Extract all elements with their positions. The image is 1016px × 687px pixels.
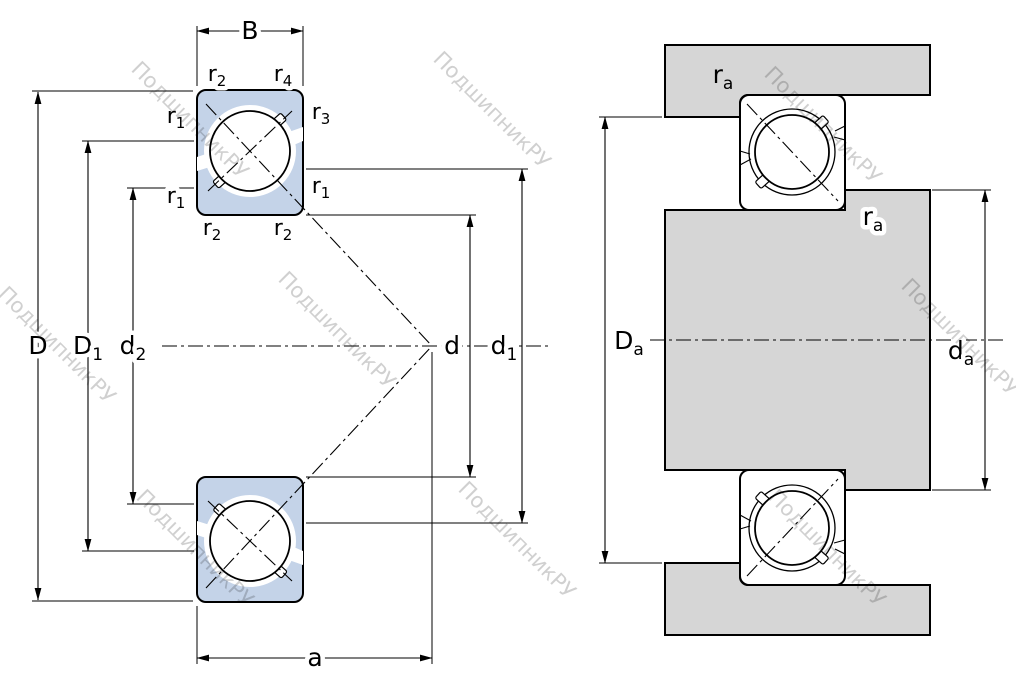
watermark: ПодшипникРУ xyxy=(454,477,581,604)
bearing-section-bottom xyxy=(196,476,304,603)
dimensions-right xyxy=(599,116,991,564)
section-view xyxy=(162,89,548,603)
watermark: ПодшипникРУ xyxy=(429,47,556,174)
label-r2-bottom-left: r2 xyxy=(203,216,222,244)
contact-centerline xyxy=(746,478,839,577)
ring-split xyxy=(739,150,751,155)
contact-line-bottom xyxy=(205,345,433,589)
watermark: ПодшипникРУ xyxy=(274,267,401,394)
ring-split xyxy=(739,158,752,166)
label-d: d xyxy=(444,331,460,360)
ring-split-gap xyxy=(286,127,303,147)
label-ra-housing: ra xyxy=(713,60,734,94)
label-r2-top-left: r2 xyxy=(208,62,227,90)
ring-split-gap xyxy=(286,545,303,565)
label-r2-bottom-right: r2 xyxy=(274,216,293,244)
mounted-bearing-bottom xyxy=(739,469,846,586)
mounted-view xyxy=(650,44,1006,636)
ring-split xyxy=(834,548,846,555)
label-D: D xyxy=(28,331,47,360)
ring-split-gap xyxy=(197,153,213,171)
ring-split-gap xyxy=(197,521,213,539)
mounted-bearing-top xyxy=(739,94,846,211)
label-r1-lower-right: r1 xyxy=(312,174,331,202)
label-D1: D1 xyxy=(73,331,103,365)
label-d2: d2 xyxy=(120,331,147,365)
ring-split xyxy=(833,136,846,141)
ring-split xyxy=(739,514,752,522)
label-da: da xyxy=(948,336,974,370)
label-r4-top-right: r4 xyxy=(274,62,293,90)
label-d1: d1 xyxy=(491,331,518,365)
label-B: B xyxy=(241,16,258,45)
ring-split xyxy=(833,539,846,544)
label-Da: Da xyxy=(614,326,644,360)
ring-split xyxy=(739,525,751,530)
ring-split xyxy=(834,125,846,132)
label-a: a xyxy=(307,643,322,672)
dimensions-left xyxy=(32,26,528,664)
ball-cross-line-bottom xyxy=(207,500,293,582)
ball-cross-line-top xyxy=(207,110,293,192)
label-r3-upper-right: r3 xyxy=(312,100,331,128)
contact-line-top xyxy=(205,103,433,347)
raceway xyxy=(748,108,836,196)
contact-centerline xyxy=(746,103,839,202)
labels: B r2 r4 r1 r3 r1 r1 r2 r2 D D1 d2 d d1 a… xyxy=(24,12,979,677)
raceway xyxy=(748,484,836,572)
